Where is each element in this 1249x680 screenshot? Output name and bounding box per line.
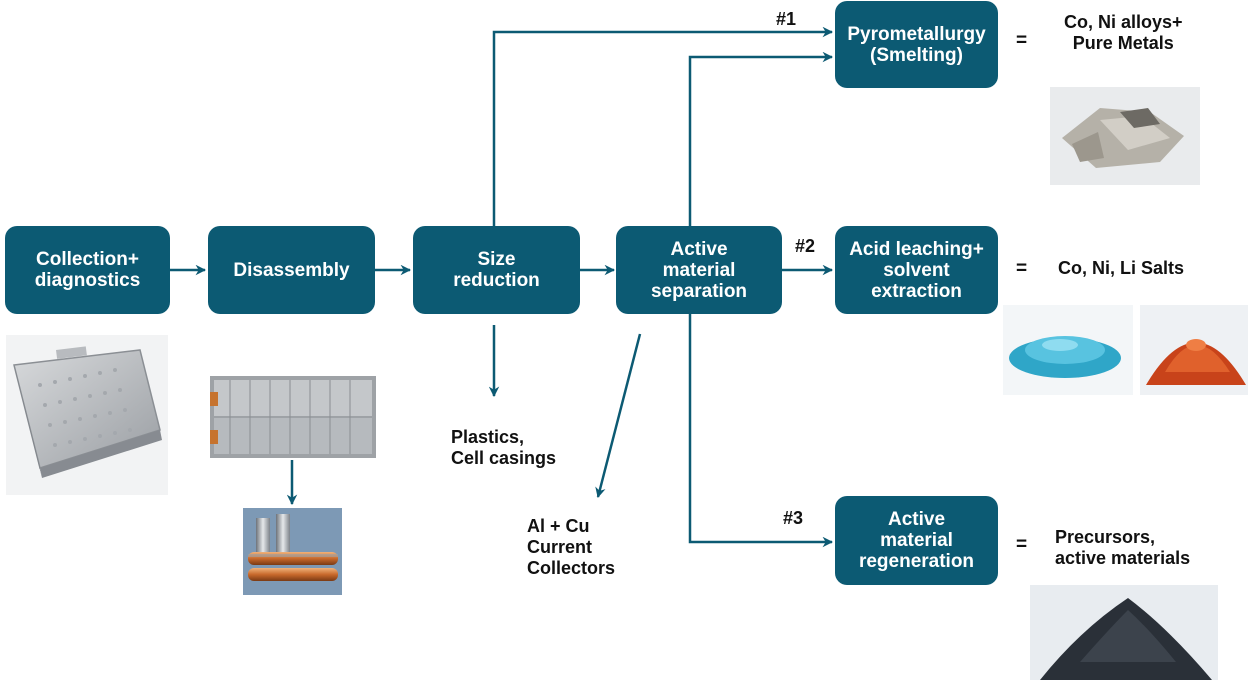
- red-salt-photo: [1140, 305, 1248, 395]
- collection-line-1: Collection+: [36, 249, 139, 270]
- active-material-separation-box: Active material separation: [616, 226, 782, 314]
- arrow-route-1-from-separation: [688, 51, 834, 226]
- collection-line-2: diagnostics: [34, 270, 141, 291]
- acid-leaching-box: Acid leaching+ solvent extraction: [835, 226, 998, 314]
- pyrometallurgy-box: Pyrometallurgy (Smelting): [835, 1, 998, 88]
- separation-line-3: separation: [650, 280, 748, 302]
- active-material-regeneration-box: Active material regeneration: [835, 496, 998, 585]
- route-2-equals: =: [1016, 258, 1028, 279]
- plastics-line-2: Cell casings: [451, 448, 557, 468]
- route-1-equals: =: [1016, 30, 1028, 51]
- route-3-number: #3: [783, 508, 804, 528]
- battery-module-photo: [210, 376, 376, 458]
- route-3-equals: =: [1016, 534, 1028, 555]
- separation-line-1: Active: [670, 238, 728, 260]
- collectors-line-3: Collectors: [527, 558, 616, 578]
- route-1-product-line-2: Pure Metals: [1072, 33, 1174, 53]
- size-reduction-line-1: Size: [477, 249, 516, 270]
- arrow-route-1-from-size-reduction: [492, 26, 834, 226]
- pyrometallurgy-line-2: (Smelting): [870, 44, 963, 66]
- separation-line-2: material: [662, 259, 736, 281]
- pyrometallurgy-line-1: Pyrometallurgy: [847, 23, 986, 45]
- collectors-line-1: Al + Cu: [527, 516, 590, 536]
- arrow-route-3: [688, 310, 834, 548]
- route-3-product-line-2: active materials: [1055, 548, 1191, 568]
- disassembly-box: Disassembly: [208, 226, 375, 314]
- route-3-product-line-1: Precursors,: [1055, 527, 1156, 547]
- route-2-number: #2: [795, 236, 816, 256]
- regeneration-line-3: regeneration: [858, 551, 975, 572]
- regeneration-line-1: Active: [887, 509, 946, 530]
- plastics-casings-label: Plastics, Cell casings: [451, 427, 556, 469]
- acid-leaching-line-1: Acid leaching+: [849, 238, 984, 260]
- arrow-to-collectors: [595, 333, 642, 499]
- flow-arrows: [170, 26, 834, 548]
- acid-leaching-line-2: solvent: [883, 259, 950, 281]
- size-reduction-line-2: reduction: [453, 270, 540, 291]
- size-reduction-box: Size reduction: [413, 226, 580, 314]
- route-3-product: Precursors, active materials: [1055, 527, 1190, 569]
- regeneration-line-2: material: [880, 530, 953, 551]
- battery-cells-photo: [243, 508, 342, 595]
- battery-pack-photo: [6, 335, 168, 495]
- route-1-number: #1: [776, 9, 797, 29]
- acid-leaching-line-3: extraction: [871, 280, 962, 302]
- route-1-product: Co, Ni alloys+ Pure Metals: [1064, 12, 1183, 54]
- collectors-line-2: Current: [527, 537, 593, 557]
- plastics-line-1: Plastics,: [451, 427, 525, 447]
- blue-salt-photo: [1003, 305, 1133, 395]
- black-powder-photo: [1030, 585, 1218, 680]
- current-collectors-label: Al + Cu Current Collectors: [527, 516, 615, 579]
- route-2-product: Co, Ni, Li Salts: [1058, 258, 1184, 279]
- route-2-product-line-1: Co, Ni, Li Salts: [1058, 258, 1185, 278]
- disassembly-line-1: Disassembly: [233, 259, 350, 281]
- metal-alloy-photo: [1050, 87, 1200, 185]
- route-1-product-line-1: Co, Ni alloys+: [1064, 12, 1183, 32]
- collection-diagnostics-box: Collection+ diagnostics: [5, 226, 170, 314]
